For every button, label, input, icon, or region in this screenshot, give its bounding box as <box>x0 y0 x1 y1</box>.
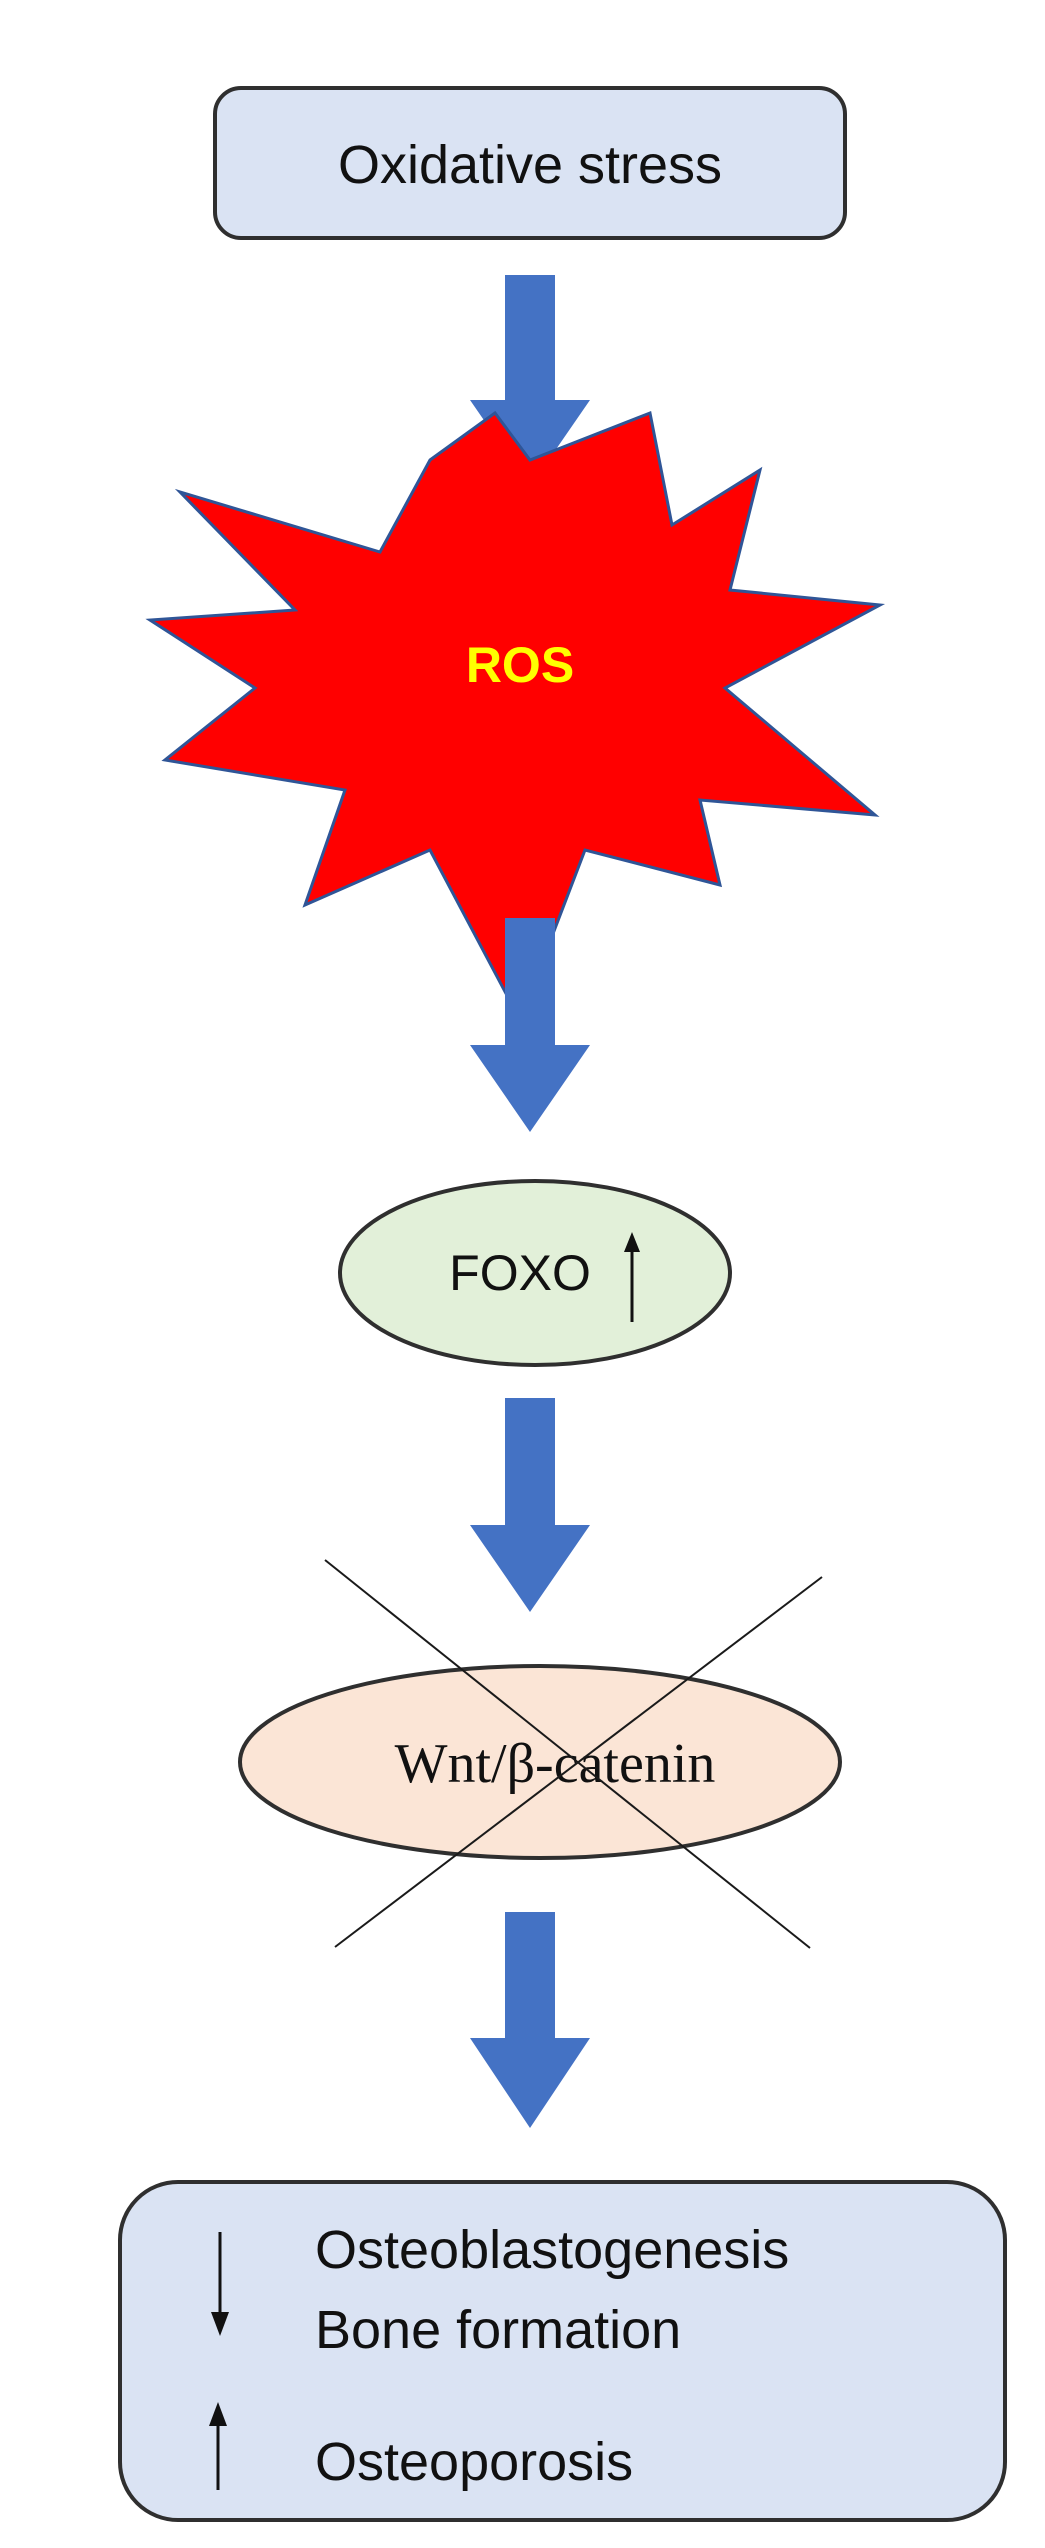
arrow-ros-to-foxo <box>470 918 590 1132</box>
arrow-foxo-to-wnt <box>470 1398 590 1612</box>
ros-node: ROS <box>145 410 886 1024</box>
wnt-label: Wnt/β-catenin <box>395 1733 716 1795</box>
outcome-box <box>118 2180 1007 2522</box>
osteoblastogenesis-label: Osteoblastogenesis <box>315 2220 789 2280</box>
outcome-node: Osteoblastogenesis Bone formation Osteop… <box>118 2180 1007 2522</box>
inhibition-cross-icon <box>324 1559 823 1949</box>
wnt-node: Wnt/β-catenin <box>238 1559 842 1949</box>
wnt-ellipse <box>238 1664 842 1860</box>
increase-arrow-icon <box>209 2402 227 2490</box>
arrow-wnt-to-outcome <box>470 1912 590 2128</box>
decrease-arrow-icon <box>211 2232 229 2336</box>
bone-formation-label: Bone formation <box>315 2300 681 2360</box>
foxo-node: FOXO <box>338 1179 732 1367</box>
osteoporosis-label: Osteoporosis <box>315 2432 633 2492</box>
oxidative-stress-node: Oxidative stress <box>213 86 847 240</box>
oxidative-stress-label: Oxidative stress <box>338 135 722 195</box>
oxidative-stress-box <box>213 86 847 240</box>
foxo-label: FOXO <box>449 1245 591 1301</box>
ros-label: ROS <box>466 637 574 693</box>
foxo-up-arrow-icon <box>624 1232 640 1322</box>
ros-starburst <box>145 410 886 1024</box>
